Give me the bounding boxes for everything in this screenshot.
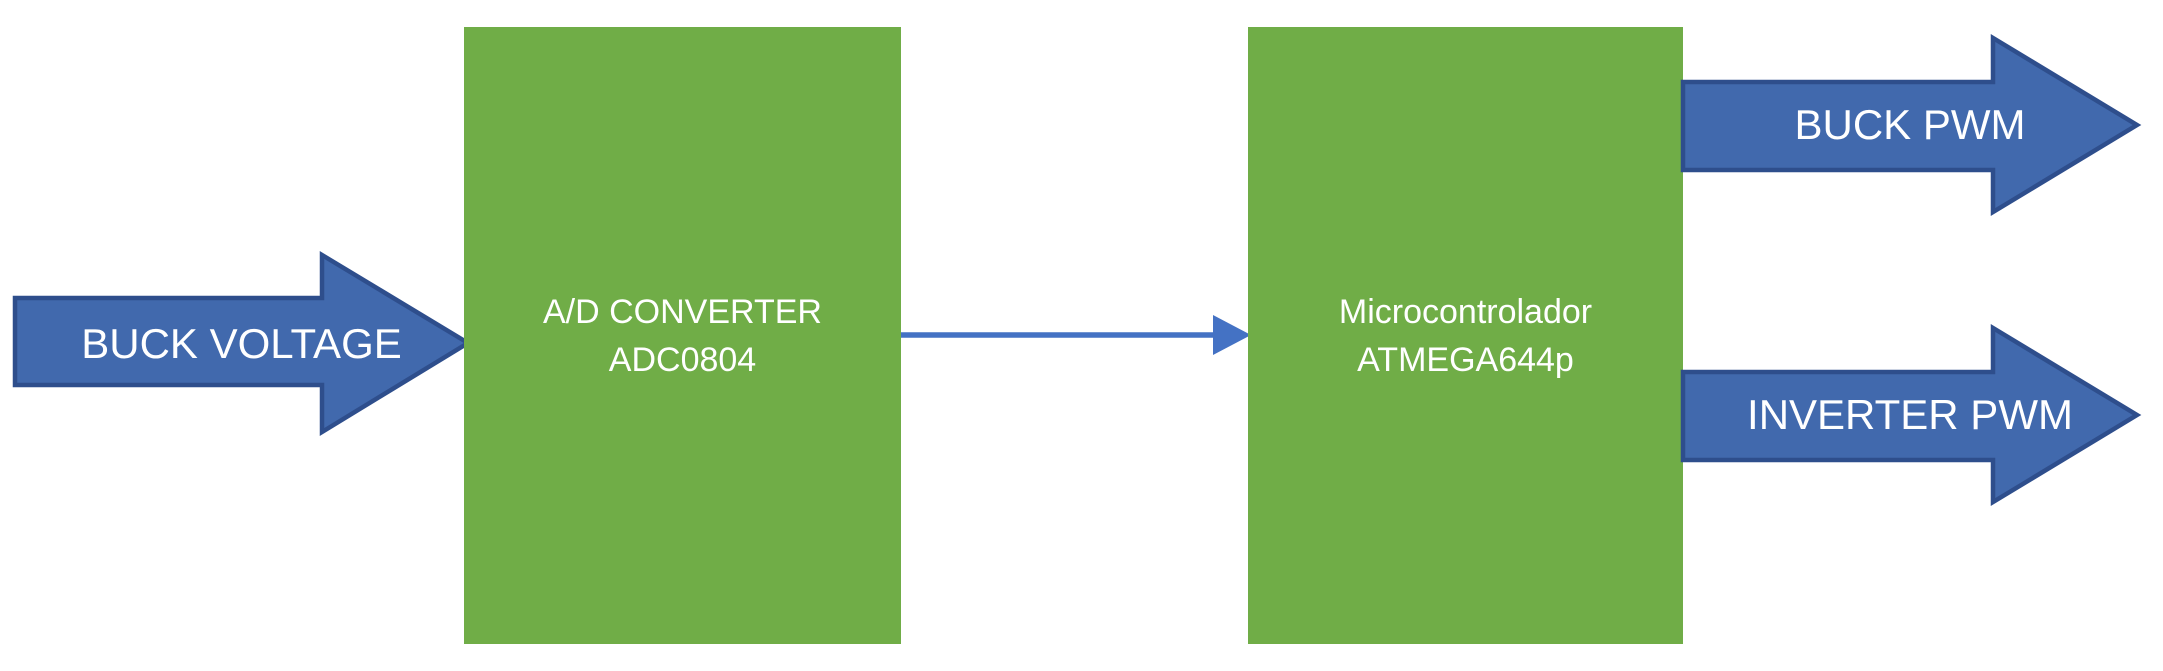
inverter-pwm-arrow-label: INVERTER PWM	[1747, 391, 2073, 438]
mcu-block-label-line1: Microcontrolador	[1338, 292, 1593, 331]
signal-connector-arrowhead	[1213, 315, 1251, 355]
buck-pwm-arrow	[1680, 34, 2142, 216]
adc-block-label-line2: ADC0804	[608, 340, 757, 379]
adc-block	[464, 27, 901, 644]
mcu-block-label-line2: ATMEGA644p	[1357, 340, 1574, 379]
buck-voltage-arrow	[12, 251, 473, 437]
mcu-block	[1248, 27, 1683, 644]
buck-voltage-arrow-label: BUCK VOLTAGE	[81, 319, 402, 367]
adc-block-label-line1: A/D CONVERTER	[543, 292, 822, 331]
mcu-block-label: Microcontrolador ATMEGA644p	[1248, 27, 1683, 644]
inverter-pwm-arrow	[1680, 324, 2142, 506]
buck-pwm-arrow-label: BUCK PWM	[1794, 101, 2026, 148]
adc-block-label: A/D CONVERTER ADC0804	[464, 27, 901, 644]
